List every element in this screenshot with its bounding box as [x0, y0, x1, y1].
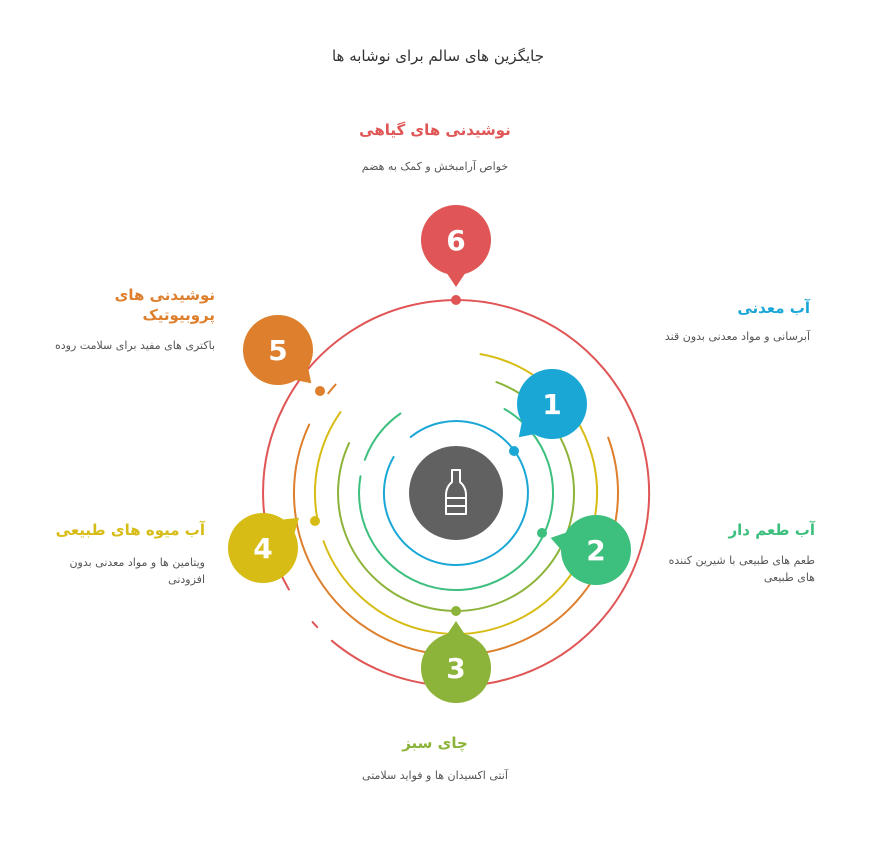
- ring-dot: [451, 606, 461, 616]
- ring-arc: [358, 408, 554, 592]
- ring-3: [337, 381, 576, 616]
- bubble-circle: [517, 369, 587, 439]
- bubble-circle: [243, 315, 313, 385]
- bubble-number: 6: [446, 224, 465, 257]
- item-description: آنتی اکسیدان ها و فواید سلامتی: [362, 769, 508, 782]
- ring-arc: [313, 411, 342, 519]
- number-bubble-5: 5: [243, 315, 313, 385]
- item-block-natural-juice: آب میوه های طبیعی ویتامین ها و مواد معدن…: [55, 520, 205, 588]
- number-bubble-6: 6: [421, 205, 491, 287]
- item-block-flavored-water: آب طعم دار طعم های طبیعی با شیرین کننده …: [655, 520, 815, 586]
- ring-arc: [337, 381, 576, 612]
- diagram-title: جایگزین های سالم برای نوشابه ها: [331, 47, 545, 65]
- bottle-icon: [445, 469, 467, 515]
- item-block-mineral-water: آب معدنی آبرسانی و مواد معدنی بدون قند: [620, 298, 810, 345]
- number-bubbles: 1 2 3 4 5 6: [228, 205, 631, 703]
- ring-2: [358, 408, 554, 592]
- bubble-circle: [561, 515, 631, 585]
- ring-arc: [311, 621, 319, 629]
- ring-dot: [509, 446, 519, 456]
- item-description: خواص آرامبخش و کمک به هضم: [361, 160, 509, 173]
- bubble-number: 5: [268, 334, 287, 367]
- item-title: چای سبز: [402, 734, 468, 752]
- center-hub: [409, 446, 503, 540]
- ring-dot: [310, 516, 320, 526]
- number-bubble-4: 4: [228, 513, 300, 583]
- item-title: نوشیدنی های پروبیوتیک: [114, 286, 215, 324]
- item-title: آب میوه های طبیعی: [55, 521, 205, 539]
- bubble-number: 4: [253, 532, 272, 565]
- item-block-herbal-drinks: نوشیدنی های گیاهی خواص آرامبخش و کمک به …: [300, 120, 570, 175]
- ring-dot: [315, 386, 325, 396]
- ring-arc: [363, 412, 402, 461]
- ring-arc: [383, 420, 529, 566]
- item-block-green-tea: چای سبز آنتی اکسیدان ها و فواید سلامتی: [300, 733, 570, 784]
- bubble-number: 2: [586, 534, 605, 567]
- item-block-probiotic-drinks: نوشیدنی های پروبیوتیک باکتری های مفید بر…: [55, 285, 215, 354]
- item-title: آب معدنی: [737, 299, 810, 317]
- bubble-number: 1: [542, 388, 561, 421]
- bubble-number: 3: [446, 652, 465, 685]
- number-bubble-1: 1: [517, 369, 587, 439]
- ring-6: [262, 295, 651, 688]
- ring-arc: [262, 299, 651, 688]
- item-title: نوشیدنی های گیاهی: [359, 121, 511, 139]
- ring-dot: [451, 295, 461, 305]
- ring-dot: [537, 528, 547, 538]
- center-circle: [409, 446, 503, 540]
- bubble-circle: [228, 513, 298, 583]
- number-bubble-2: 2: [550, 515, 631, 585]
- item-title: آب طعم دار: [728, 521, 816, 539]
- number-bubble-3: 3: [421, 621, 491, 703]
- item-description: آبرسانی و مواد معدنی بدون قند: [664, 330, 810, 343]
- bubble-circle: [421, 633, 491, 703]
- item-description: باکتری های مفید برای سلامت روده: [55, 339, 215, 352]
- item-description: ویتامین ها و مواد معدنی بدون افزودنی: [69, 556, 205, 586]
- ring-1: [383, 420, 529, 566]
- bubble-circle: [421, 205, 491, 275]
- ring-arc: [327, 383, 337, 395]
- item-description: طعم های طبیعی با شیرین کننده های طبیعی: [668, 554, 815, 584]
